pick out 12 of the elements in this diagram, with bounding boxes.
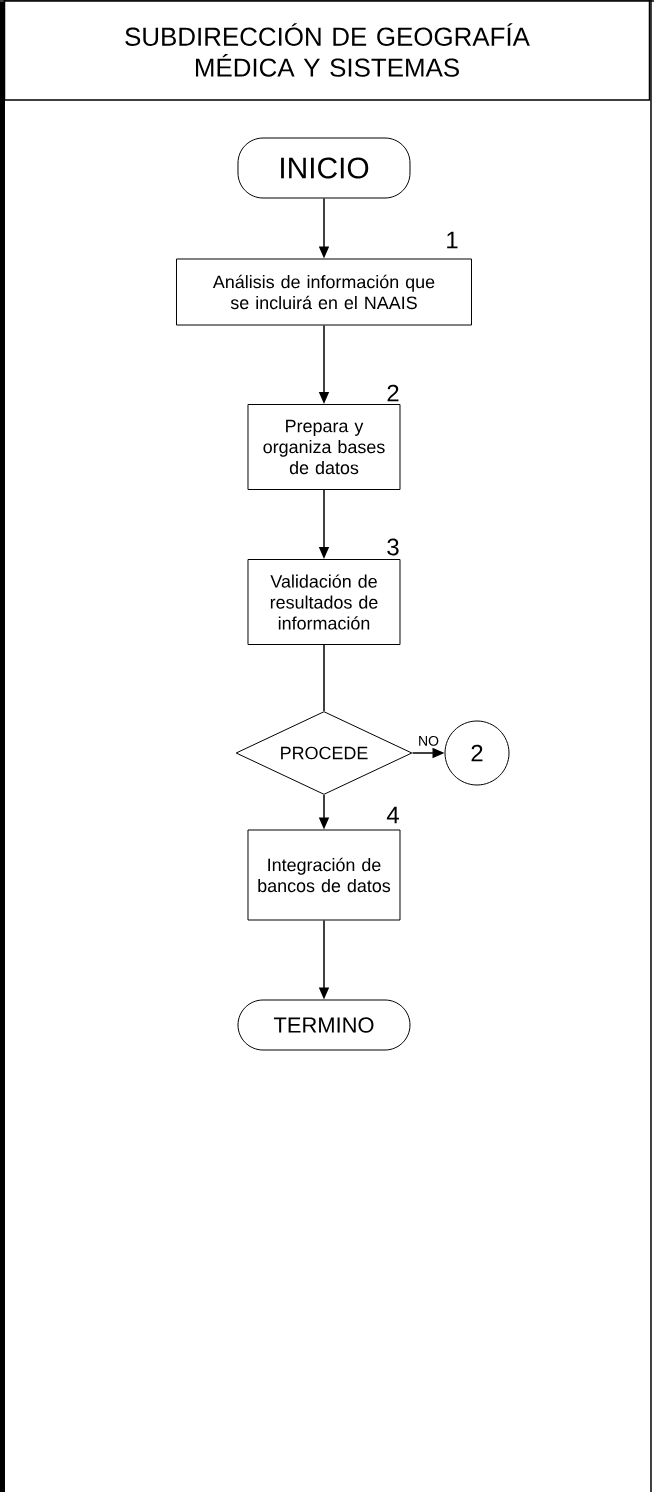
process-box: Prepara y organiza bases de datos <box>247 404 401 490</box>
step-number: 3 <box>387 538 399 556</box>
edge-label: NO <box>419 735 439 746</box>
process-box: Integración de bancos de datos <box>247 829 401 921</box>
step-number: 4 <box>386 806 399 824</box>
end-terminal: TERMINO <box>237 999 411 1051</box>
process-box: Análisis de información que se incluirá en el NAAIS <box>176 258 472 326</box>
process-box: Validación de resultados de información <box>247 559 401 645</box>
start-terminal: INICIO <box>237 137 411 199</box>
header-band: SUBDIRECCIÓN DE GEOGRAFÍA MÉDICA Y SISTEMAS <box>3 0 651 101</box>
step-number: 2 <box>387 384 399 402</box>
step-number: 1 <box>447 231 458 249</box>
